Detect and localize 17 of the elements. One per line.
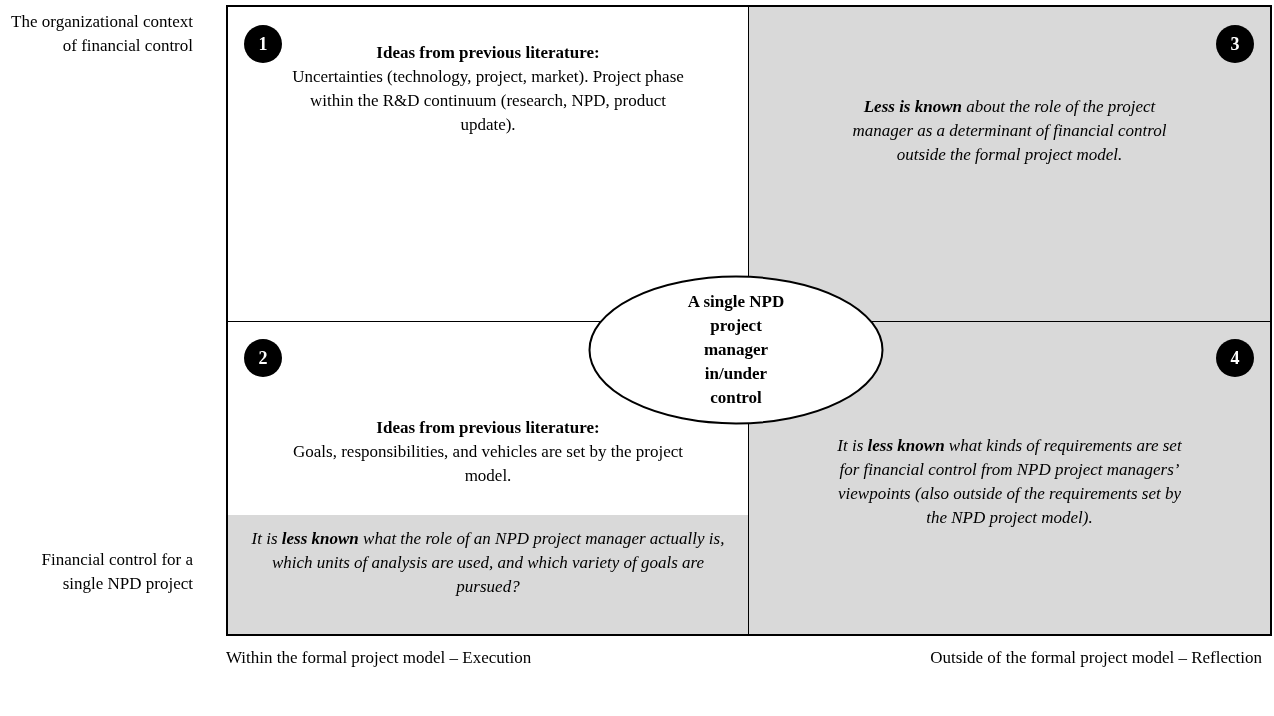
heading-text: Ideas from previous literature:: [375, 42, 601, 64]
axis-label: Within the formal project model – Execution: [226, 647, 533, 669]
body-text: It is less known what the role of an NPD project manager actually is, which units of analysis are used, and which variety of goals are pursued?: [250, 528, 726, 598]
body-text: Less is known about the role of the project manager as a determinant of financial control outside the formal project model.: [851, 96, 1168, 166]
axis-label: Financial control for a single NPD project: [40, 549, 193, 595]
step-number: 3: [1216, 25, 1254, 63]
ellipse-text: A single NPD project manager in/under control: [686, 291, 786, 409]
body-text: Uncertainties (technology, project, market). Project phase within the R&D continuum (research, NPD, product update).: [291, 66, 685, 136]
body-text: It is less known what kinds of requirements are set for financial control from NPD project managers’ viewpoints (also outside of the requirements set by the NPD project model).: [836, 435, 1183, 529]
step-number: 4: [1216, 339, 1254, 377]
shaded-band: [228, 515, 748, 634]
axis-label: Outside of the formal project model – Reflection: [929, 647, 1262, 669]
body-text: Goals, responsibilities, and vehicles are set by the project model.: [292, 441, 684, 487]
axis-label: The organizational context of financial control: [10, 11, 193, 57]
step-number: 2: [244, 339, 282, 377]
step-number: 1: [244, 25, 282, 63]
heading-text: Ideas from previous literature:: [375, 417, 601, 439]
